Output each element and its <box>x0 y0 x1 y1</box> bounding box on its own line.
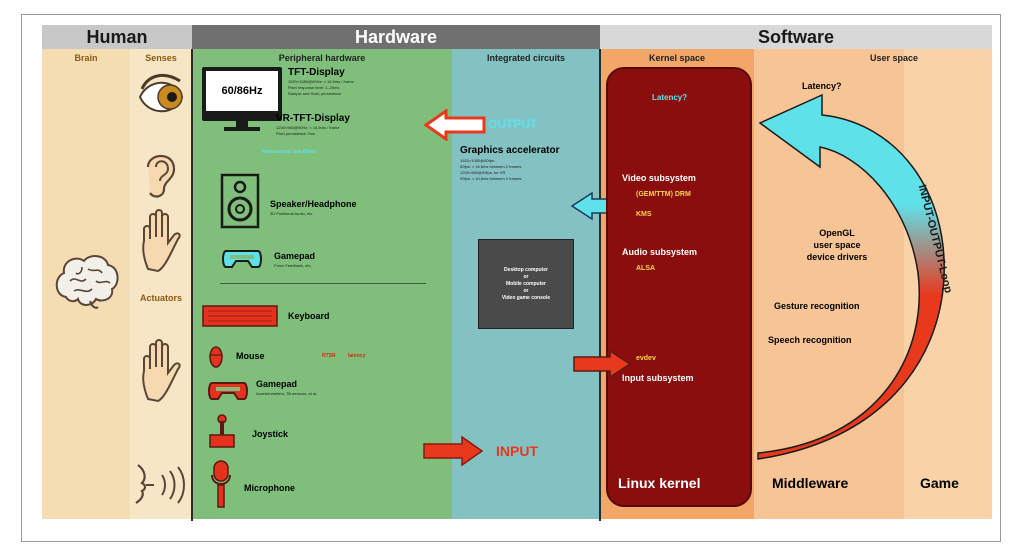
vr-line-2: Pixel persistence 2ms <box>276 131 315 136</box>
hand-actuator-icon <box>142 339 181 403</box>
gpu-title: Graphics accelerator <box>460 145 560 156</box>
subheader-actuators: Actuators <box>139 293 182 303</box>
video-subsystem: Video subsystem <box>622 173 696 183</box>
vr-display-title: VR-TFT-Display <box>276 113 350 124</box>
input-arrow-red-kernel <box>573 349 632 379</box>
display-rate-label: 60/86Hz <box>206 71 278 111</box>
tft-line-1: 1920×1080@60Hz: ≈ 16,6ms / frame <box>288 79 354 84</box>
mouth-speech-icon <box>135 464 185 504</box>
middleware-label: Middleware <box>772 475 849 491</box>
senses-column <box>130 39 192 519</box>
gpu-line-3: 1200×960@90fps: for VR <box>460 170 506 175</box>
diagram-frame: Human Hardware Software Brain Senses Per… <box>21 14 1001 542</box>
input-subsystem: Input subsystem <box>622 373 694 383</box>
evdev-label: evdev <box>636 355 656 362</box>
subheader-integrated: Integrated circuits <box>486 53 566 63</box>
speaker-title: Speaker/Headphone <box>270 199 357 209</box>
joystick-label: Joystick <box>252 429 289 439</box>
microphone-icon <box>211 460 231 508</box>
microphone-label: Microphone <box>244 483 295 493</box>
mouse-icon <box>209 346 223 368</box>
gpu-line-2: 60fps: ≈ 16,6ms between 2 frames <box>460 164 522 169</box>
opengl-drivers: OpenGL user space device drivers <box>782 227 892 263</box>
input-output-divider <box>220 283 426 284</box>
drivers-line-1: OpenGL <box>819 228 855 238</box>
hand-sense-icon <box>142 209 181 273</box>
user-latency: Latency? <box>802 81 842 91</box>
kms-label: KMS <box>636 211 652 218</box>
subheader-user: User space <box>869 53 919 63</box>
subheader-peripheral: Peripheral hardware <box>278 53 366 63</box>
drm-label: (GEM/TTM) DRM <box>636 191 691 198</box>
monitor-icon: 60/86Hz <box>202 67 282 121</box>
mouse-note-rtsr: RTSR <box>322 353 336 359</box>
subheader-kernel: Kernel space <box>648 53 706 63</box>
speaker-line-1: 3D Positional Audio, etc. <box>270 211 314 216</box>
linux-kernel-label: Linux kernel <box>618 475 701 491</box>
computer-box-line-3: Mobile computer <box>505 280 546 287</box>
game-label: Game <box>920 475 959 491</box>
linux-kernel-box <box>606 67 752 507</box>
monitor-stand <box>236 121 248 129</box>
divider-human-hardware <box>191 25 193 521</box>
mouse-note-latency: latency <box>348 353 366 359</box>
subheader-brain: Brain <box>74 53 98 63</box>
mouse-label: Mouse <box>236 351 265 361</box>
joystick-icon <box>209 414 235 448</box>
kernel-latency: Latency? <box>652 93 688 102</box>
vr-line-1: 1200×960@90Hz: ≈ 10,6ms / frame <box>276 125 340 130</box>
persistence-note: Persistence: low 60ms <box>262 149 316 155</box>
eye-icon <box>138 73 184 113</box>
drivers-line-3: device drivers <box>806 252 868 262</box>
gamepad-input-title: Gamepad <box>256 379 298 389</box>
gamepad-output-icon <box>222 250 262 268</box>
computer-box-line-1: Desktop computer <box>504 266 548 273</box>
header-human: Human <box>42 25 192 49</box>
computer-box-line-5: Video game console <box>501 294 551 301</box>
speaker-icon <box>220 173 260 229</box>
alsa-label: ALSA <box>636 265 656 272</box>
output-label: OUTPUT <box>488 117 538 131</box>
keyboard-label: Keyboard <box>288 311 330 321</box>
monitor-base <box>224 127 260 131</box>
gamepad-input-line-1: Accelerometers, Tilt sensors, et al. <box>256 391 318 396</box>
subheader-senses: Senses <box>145 53 177 63</box>
ear-icon <box>146 154 176 198</box>
gpu-line-4: 90fps: ≈ 10,6ms between 2 frames <box>460 176 522 181</box>
computer-box-line-4: or <box>523 287 529 294</box>
gamepad-input-icon <box>208 382 248 400</box>
header-software: Software <box>600 25 992 49</box>
drivers-line-2: user space <box>813 240 861 250</box>
gesture-recognition: Gesture recognition <box>774 301 860 311</box>
divider-hardware-software <box>599 25 601 521</box>
computer-box: Desktop computer or Mobile computer or V… <box>478 239 574 329</box>
output-arrow-left-upper <box>424 109 486 141</box>
gamepad-output-title: Gamepad <box>274 251 316 261</box>
input-arrow-right-lower <box>423 435 484 467</box>
tft-display-title: TFT-Display <box>288 67 345 78</box>
speech-recognition: Speech recognition <box>768 335 852 345</box>
audio-subsystem: Audio subsystem <box>622 247 698 257</box>
tft-line-3: Sample and Hold, persistence <box>288 91 342 96</box>
input-output-loop-arrow <box>757 93 945 460</box>
gamepad-output-line-1: Force Feedback, etc. <box>274 263 312 268</box>
tft-line-2: Pixel response time: 1–20ms <box>288 85 340 90</box>
keyboard-icon <box>202 305 278 327</box>
brain-icon <box>55 255 119 309</box>
header-hardware: Hardware <box>192 25 600 49</box>
gpu-line-1: 1920×1080@60fps: <box>460 158 496 163</box>
computer-box-line-2: or <box>523 273 529 280</box>
input-label: INPUT <box>496 443 538 459</box>
